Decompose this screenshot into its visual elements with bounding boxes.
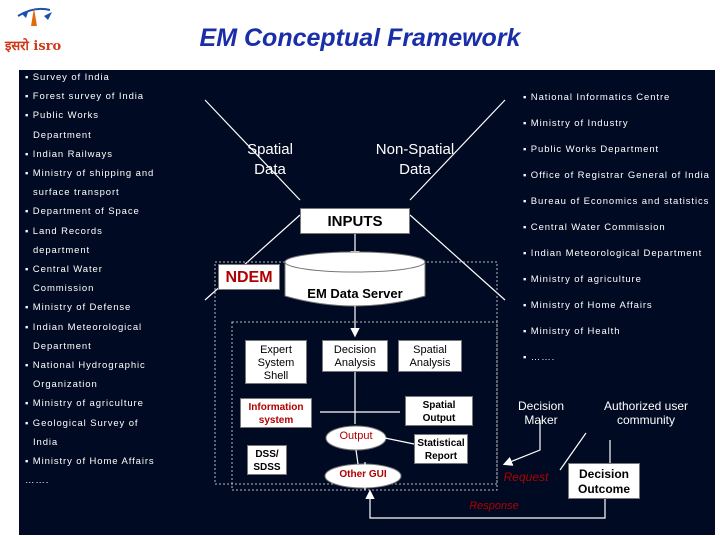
statistical-report-box: Statistical Report (414, 434, 468, 464)
left-source-item: ……. (25, 475, 50, 487)
response-label: Response (469, 500, 519, 512)
arrow-response-loop (365, 489, 606, 519)
other-gui-ellipse (324, 463, 402, 489)
ndem-label: NDEM (218, 264, 280, 290)
left-source-item: ▪ Forest survey of India (25, 91, 144, 103)
right-source-item: ▪ Bureau of Economics and statistics (523, 196, 710, 207)
right-source-item: ▪ Public Works Department (523, 144, 660, 155)
right-source-item: ▪ Ministry of agriculture (523, 274, 642, 285)
left-source-item: ▪ Public Works (25, 110, 99, 122)
page-title: EM Conceptual Framework (199, 24, 521, 52)
connector-right-bottom (409, 214, 506, 301)
server-top (284, 251, 426, 273)
right-source-item: ▪ Ministry of Health (523, 326, 621, 337)
connector-output-gui (355, 449, 359, 465)
spatial-data-label: Spatial Data (247, 141, 293, 178)
right-source-item: ▪ Central Water Commission (523, 222, 666, 233)
right-source-item: ▪ ……. (523, 352, 556, 363)
request-label: Request (503, 470, 549, 484)
left-source-item: department (33, 244, 91, 256)
information-system-box: Information system (240, 398, 312, 428)
left-source-item: ▪ Central Water (25, 264, 103, 275)
left-source-item: Commission (33, 283, 95, 295)
left-source-item: ▪ Ministry of agriculture (25, 398, 144, 410)
rocket-icon (17, 7, 52, 26)
left-source-item: ▪ Ministry of shipping and (25, 168, 155, 179)
right-source-item: ▪ Ministry of Industry (523, 118, 629, 129)
spatial-output-box: Spatial Output (405, 396, 473, 426)
decision-analysis-box: Decision Analysis (322, 340, 388, 372)
connector-output-report (384, 437, 415, 445)
isro-logo (4, 4, 64, 54)
right-source-item: ▪ National Informatics Centre (523, 92, 671, 103)
left-source-item: ▪ Indian Meteorological (25, 321, 143, 333)
decision-maker-label: Decision Maker (517, 399, 565, 427)
left-source-item: ▪ Survey of India (25, 72, 110, 83)
left-source-item: Department (33, 340, 92, 352)
left-source-item: ▪ Land Records (25, 225, 103, 237)
dss-sdss-box: DSS/ SDSS (247, 445, 287, 475)
left-source-item: ▪ Indian Railways (25, 148, 113, 160)
decision-outcome-box: Decision Outcome (568, 463, 640, 499)
output-label: Output (339, 430, 373, 442)
logo-text: इसरो isro (5, 39, 62, 54)
left-source-item: Organization (33, 379, 98, 391)
left-source-item: Department (33, 129, 92, 141)
spatial-analysis-box: Spatial Analysis (398, 340, 462, 372)
authorized-user-community-label: Authorized user community (603, 399, 689, 427)
connector-left-top (204, 99, 301, 201)
non-spatial-data-label: Non-Spatial Data (375, 141, 455, 178)
other-gui-label: Other GUI (339, 469, 387, 480)
left-source-item: ▪ Department of Space (25, 206, 140, 218)
left-source-item: surface transport (33, 187, 120, 199)
left-source-item: India (33, 436, 59, 448)
expert-system-shell-box: Expert System Shell (245, 340, 307, 384)
left-source-item: ▪ National Hydrographic (25, 360, 146, 371)
left-source-item: ▪ Ministry of Defense (25, 302, 132, 314)
left-source-item: ▪ Geological Survey of (25, 417, 139, 429)
arrow-decision-request (502, 420, 541, 466)
right-source-item: ▪ Office of Registrar General of India (523, 170, 710, 181)
connector-right-top (409, 99, 506, 201)
right-source-item: ▪ Ministry of Home Affairs (523, 300, 653, 311)
inputs-box: INPUTS (300, 208, 410, 234)
right-source-item: ▪ Indian Meteorological Department (523, 248, 703, 259)
em-data-server-label: EM Data Server (307, 286, 403, 301)
left-source-item: ▪ Ministry of Home Affairs (25, 456, 155, 467)
connector-user-request (559, 432, 587, 471)
